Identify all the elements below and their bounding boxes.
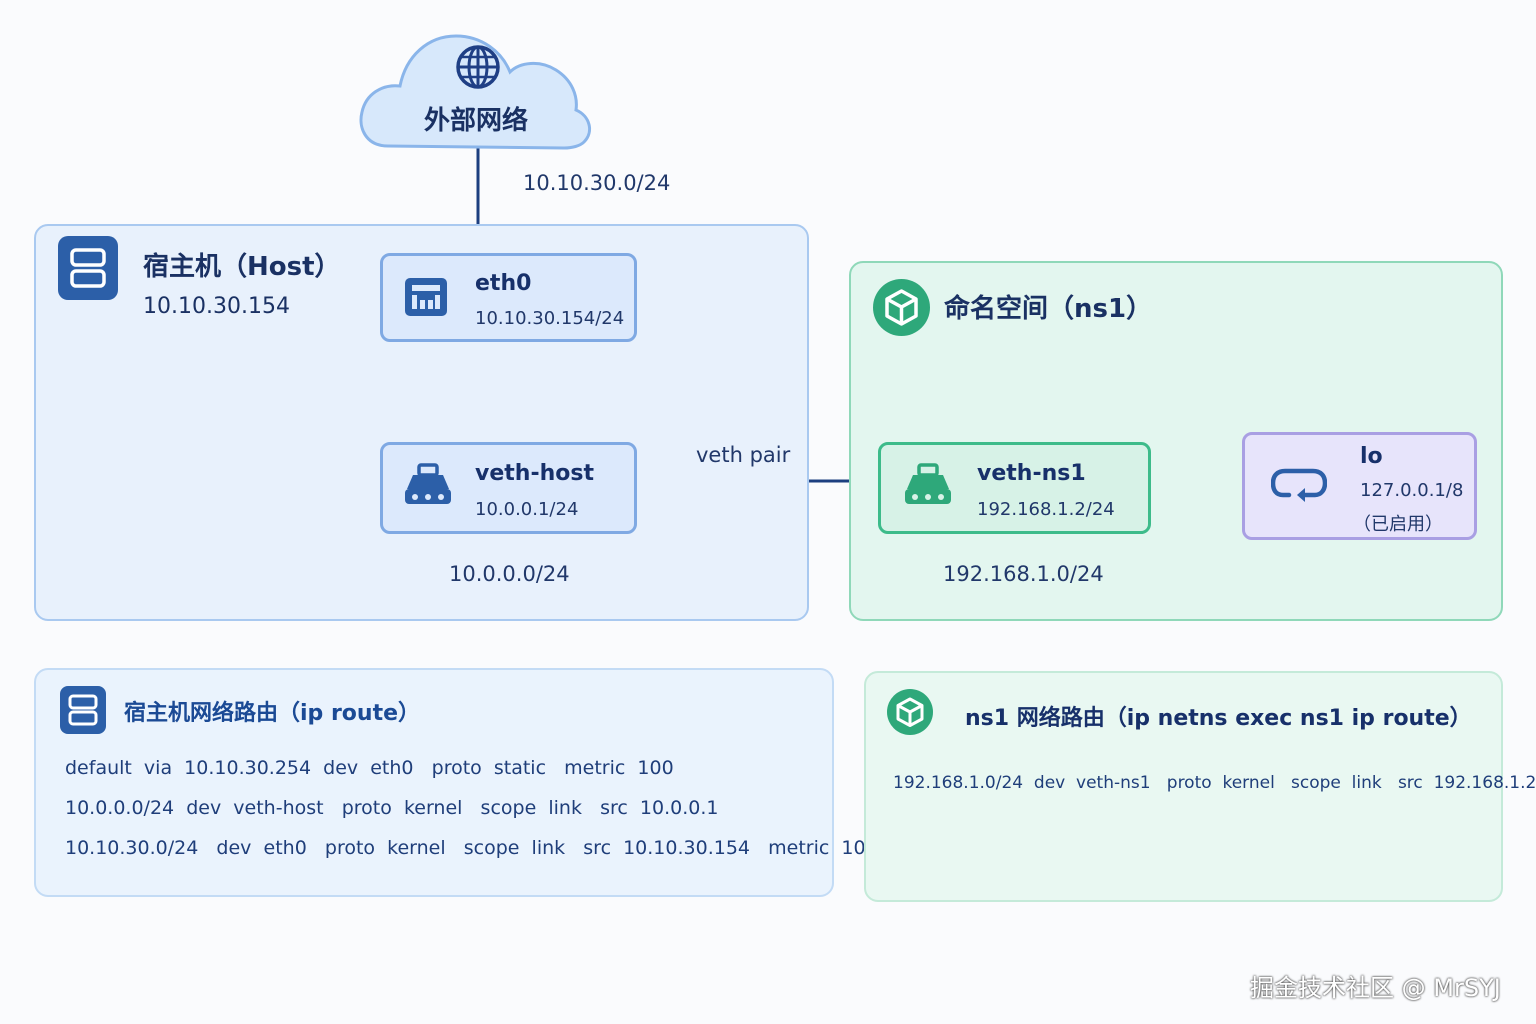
veth-ns1-ip: 192.168.1.2/24 (977, 499, 1115, 520)
loop-icon (1271, 468, 1327, 502)
ns1-title: 命名空间（ns1） (944, 294, 1153, 324)
ns-subnet-label: 192.168.1.0/24 (943, 562, 1104, 586)
switch-icon (405, 463, 451, 504)
lo-status: （已启用） (1353, 514, 1443, 535)
ns1-routes-panel (864, 671, 1503, 902)
lo-name: lo (1360, 444, 1383, 469)
lo-ip: 127.0.0.1/8 (1360, 480, 1464, 501)
watermark: 掘金技术社区 @ MrSYJ (1250, 974, 1501, 1002)
eth0-ip: 10.10.30.154/24 (475, 308, 625, 329)
switch-icon (905, 463, 951, 504)
veth-ns1-node[interactable]: veth-ns1 192.168.1.2/24 (878, 442, 1151, 534)
host-subnet-label: 10.0.0.0/24 (449, 562, 570, 586)
veth-host-name: veth-host (475, 461, 594, 486)
host-route-line: 10.10.30.0/24 dev eth0 proto kernel scop… (65, 837, 878, 859)
veth-host-node[interactable]: veth-host 10.0.0.1/24 (380, 442, 637, 534)
cloud-label: 外部网络 (424, 106, 529, 136)
ns1-route-line: 192.168.1.0/24 dev veth-ns1 proto kernel… (893, 773, 1536, 793)
cube-icon (887, 689, 933, 735)
eth0-node[interactable]: eth0 10.10.30.154/24 (380, 253, 637, 342)
external-network-cloud (359, 34, 592, 150)
host-routes-title: 宿主机网络路由（ip route） (124, 701, 421, 726)
nic-icon (405, 278, 447, 316)
veth-pair-label: veth pair (696, 443, 791, 467)
host-route-line: 10.0.0.0/24 dev veth-host proto kernel s… (65, 797, 719, 819)
host-route-line: default via 10.10.30.254 dev eth0 proto … (65, 757, 674, 779)
veth-ns1-name: veth-ns1 (977, 461, 1086, 486)
host-routes-panel (34, 668, 834, 897)
veth-host-ip: 10.0.0.1/24 (475, 499, 579, 520)
host-ip: 10.10.30.154 (143, 294, 290, 319)
eth0-name: eth0 (475, 271, 532, 296)
external-subnet-label: 10.10.30.0/24 (523, 171, 671, 195)
server-icon (60, 686, 106, 734)
ns1-routes-title: ns1 网络路由（ip netns exec ns1 ip route） (965, 706, 1472, 731)
cube-icon (873, 279, 930, 336)
server-icon (58, 236, 118, 300)
lo-node[interactable]: lo 127.0.0.1/8 （已启用） (1242, 432, 1477, 540)
host-title: 宿主机（Host） (143, 252, 341, 282)
globe-icon (456, 45, 500, 89)
